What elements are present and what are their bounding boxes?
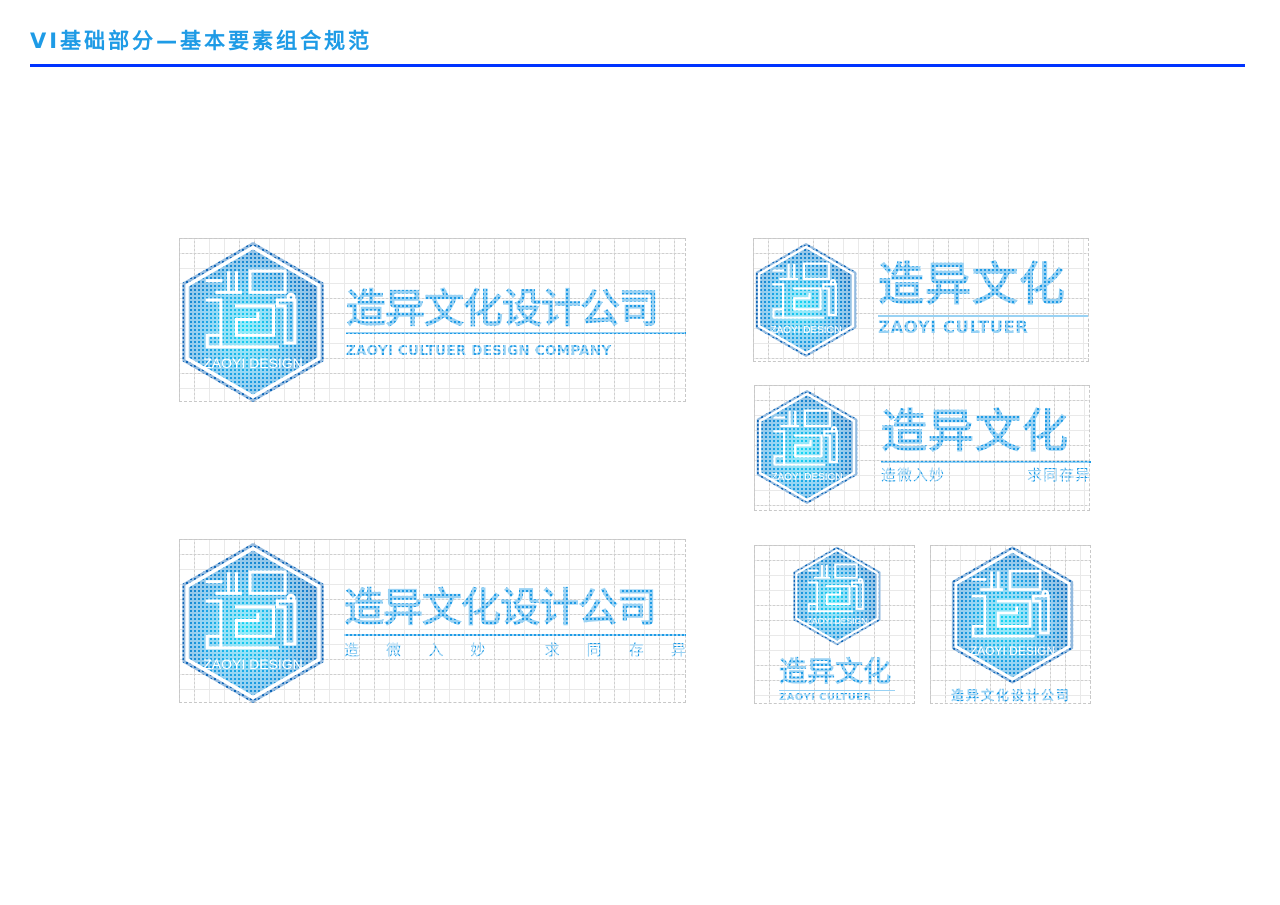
logo-mark-text: ZAOYI DESIGN bbox=[771, 472, 843, 483]
hexagon-logo-mark: ZAOYI DESIGN bbox=[755, 388, 859, 506]
hexagon-logo-mark: ZAOYI DESIGN bbox=[180, 241, 326, 403]
zao-glyph-icon bbox=[792, 546, 882, 646]
zao-glyph-icon bbox=[754, 241, 858, 359]
hexagon-logo-mark: ZAOYI DESIGN bbox=[949, 546, 1076, 684]
zao-glyph-icon bbox=[755, 388, 859, 506]
logo-mark-text: ZAOYI DESIGN bbox=[806, 616, 868, 626]
combination-panel-vertical-short-english: ZAOYI DESIGN 造异文化 ZAOYI CULTUER bbox=[754, 545, 915, 704]
company-name-cn: 造异文化设计公司 bbox=[346, 286, 659, 332]
combination-panel-vertical-full-chinese: ZAOYI DESIGN 造异文化设计公司 bbox=[930, 545, 1091, 704]
combination-panel-horizontal-short-slogan: ZAOYI DESIGN 造异文化 造微入妙 求同存异 bbox=[754, 385, 1091, 511]
title-divider bbox=[30, 64, 1245, 67]
company-name-cn-short: 造异文化 bbox=[779, 655, 892, 688]
zao-glyph-icon bbox=[949, 546, 1076, 684]
name-divider bbox=[344, 634, 686, 636]
hexagon-logo-mark: ZAOYI DESIGN bbox=[792, 546, 882, 646]
name-divider bbox=[779, 690, 895, 691]
slogan: 造 微 入 妙 求 同 存 异 bbox=[344, 641, 686, 659]
name-divider bbox=[346, 332, 686, 334]
slogan: 造微入妙 求同存异 bbox=[881, 468, 1091, 483]
hexagon-logo-mark: ZAOYI DESIGN bbox=[180, 542, 326, 704]
slogan-left: 造微入妙 bbox=[881, 466, 946, 484]
zao-glyph-icon bbox=[180, 542, 326, 704]
zao-glyph-icon bbox=[180, 241, 326, 403]
company-name-cn-short: 造异文化 bbox=[878, 257, 1066, 311]
name-divider bbox=[878, 315, 1088, 317]
combination-panel-horizontal-full-english: ZAOYI DESIGN 造异文化设计公司 ZAOYI CULTUER DESI… bbox=[179, 238, 686, 402]
hexagon-logo-mark: ZAOYI DESIGN bbox=[754, 241, 858, 359]
company-name-en-short: ZAOYI CULTUER bbox=[779, 692, 872, 703]
logo-mark-text: ZAOYI DESIGN bbox=[770, 325, 842, 336]
company-name-cn: 造异文化设计公司 bbox=[951, 689, 1072, 704]
slogan-right: 求同存异 bbox=[1026, 466, 1091, 484]
name-divider bbox=[881, 461, 1091, 463]
company-name-en-short: ZAOYI CULTUER bbox=[878, 318, 1029, 337]
logo-mark-text: ZAOYI DESIGN bbox=[203, 656, 303, 672]
logo-mark-text: ZAOYI DESIGN bbox=[203, 355, 303, 371]
company-name-en: ZAOYI CULTUER DESIGN COMPANY bbox=[346, 343, 612, 359]
logo-mark-text: ZAOYI DESIGN bbox=[969, 644, 1056, 658]
company-name-cn: 造异文化设计公司 bbox=[344, 585, 657, 631]
company-name-cn-short: 造异文化 bbox=[881, 404, 1069, 458]
combination-panel-horizontal-full-slogan: ZAOYI DESIGN 造异文化设计公司 造 微 入 妙 求 同 存 异 bbox=[179, 539, 686, 703]
combination-panel-horizontal-short-english: ZAOYI DESIGN 造异文化 ZAOYI CULTUER bbox=[753, 238, 1089, 362]
page-title: VI基础部分—基本要素组合规范 bbox=[30, 29, 373, 53]
